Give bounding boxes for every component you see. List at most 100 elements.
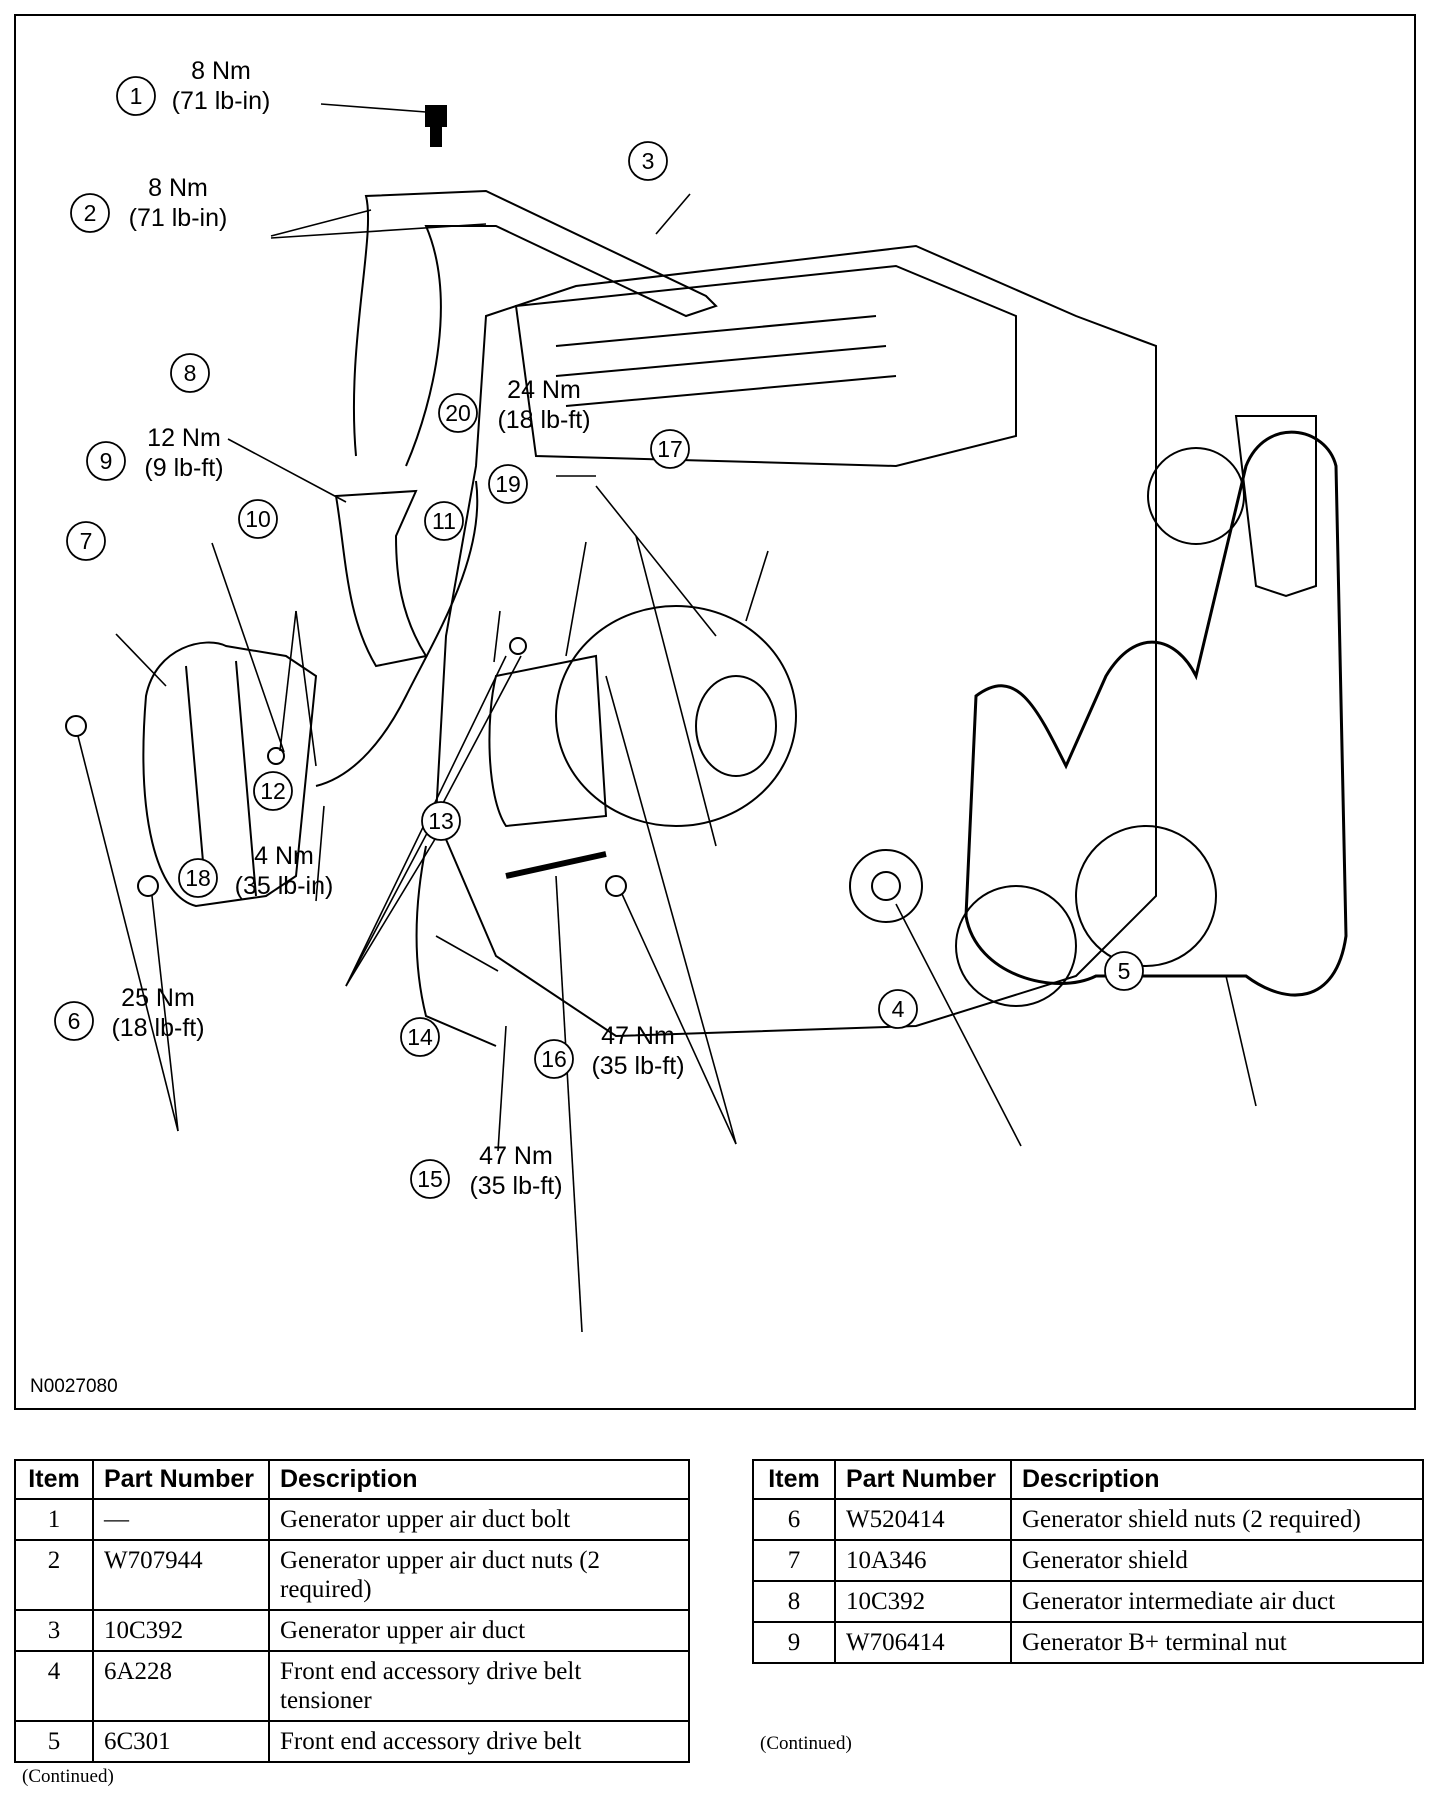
torque-value-imperial: (18 lb-ft) [111, 1014, 204, 1042]
torque-value: 12 Nm [147, 424, 221, 452]
callout-circle [421, 801, 461, 841]
callout-number: 17 [657, 436, 683, 462]
cell-part-number: 6C301 [92, 1720, 270, 1763]
callout-3: 3 [628, 141, 668, 181]
cell-description: Generator upper air duct bolt [268, 1498, 690, 1541]
cell-description: Generator shield nuts (2 required) [1010, 1498, 1424, 1541]
callout-14: 14 [400, 1017, 440, 1057]
engine-drawing [65, 105, 1348, 1047]
cell-description: Generator B+ terminal nut [1010, 1621, 1424, 1664]
table-header-row: Item Part Number Description [14, 1459, 690, 1500]
cell-part-number: — [92, 1498, 270, 1541]
parts-table-left: Item Part Number Description 1—Generator… [14, 1459, 690, 1763]
cell-part-number: 10C392 [92, 1609, 270, 1652]
intermediate-air-duct [334, 489, 428, 668]
header-description: Description [1010, 1459, 1424, 1500]
callout-number: 15 [417, 1166, 443, 1192]
callout-7: 7 [66, 521, 106, 561]
generator-shield [142, 641, 318, 908]
callout-number: 10 [245, 506, 271, 532]
valve-cover [514, 264, 1017, 468]
figure-id: N0027080 [30, 1376, 118, 1397]
callout-number: 12 [260, 778, 286, 804]
header-item: Item [752, 1459, 836, 1500]
engine-block-outline [434, 244, 1157, 1038]
tensioner-pulley [849, 849, 923, 923]
callout-circle [170, 353, 210, 393]
callout-10: 10 [238, 499, 278, 539]
torque-value-imperial: (71 lb-in) [172, 87, 271, 115]
cell-part-number: 10C392 [834, 1580, 1012, 1623]
callout-circle [178, 858, 218, 898]
header-item: Item [14, 1459, 94, 1500]
callout-4: 4 [878, 989, 918, 1029]
torque-value: 4 Nm [254, 842, 314, 870]
callout-number: 18 [185, 865, 211, 891]
callout-number: 19 [495, 471, 521, 497]
callout-circle [534, 1039, 574, 1079]
callout-number: 16 [541, 1046, 567, 1072]
callout-circle [438, 393, 478, 433]
torque-value-imperial: (35 lb-ft) [591, 1052, 684, 1080]
wiring-harness [315, 480, 479, 787]
header-description: Description [268, 1459, 690, 1500]
callout-13: 13 [421, 801, 461, 841]
callout-circle [650, 429, 690, 469]
callout-circle [400, 1017, 440, 1057]
callout-5: 5 [1104, 951, 1144, 991]
leader-lines [77, 103, 1257, 1333]
torque-value: 24 Nm [507, 376, 581, 404]
callout-circle [54, 1001, 94, 1041]
cell-item: 4 [14, 1650, 94, 1722]
callout-2: 28 Nm(71 lb-in) [70, 174, 228, 233]
cell-item: 5 [14, 1720, 94, 1763]
cell-item: 6 [752, 1498, 836, 1541]
callout-circle [424, 501, 464, 541]
generator-long-bolt [505, 851, 607, 879]
callout-circle [66, 521, 106, 561]
cell-description: Generator upper air duct nuts (2 require… [268, 1539, 690, 1611]
torque-value: 8 Nm [191, 57, 251, 85]
callout-number: 13 [428, 808, 454, 834]
callout-8: 8 [170, 353, 210, 393]
cell-item: 8 [752, 1580, 836, 1623]
cell-part-number: W707944 [92, 1539, 270, 1611]
callout-number: 11 [432, 508, 456, 534]
torque-value: 25 Nm [121, 984, 195, 1012]
cell-item: 3 [14, 1609, 94, 1652]
cell-description: Generator intermediate air duct [1010, 1580, 1424, 1623]
cell-item: 2 [14, 1539, 94, 1611]
torque-value-imperial: (35 lb-ft) [469, 1172, 562, 1200]
torque-value-imperial: (71 lb-in) [129, 204, 228, 232]
callout-circle [410, 1159, 450, 1199]
cell-description: Front end accessory drive belt tensioner [268, 1650, 690, 1722]
torque-value-imperial: (35 lb-in) [235, 872, 334, 900]
ac-pulley [1075, 825, 1217, 967]
callout-16: 16 47 Nm(35 lb-ft) [534, 1022, 685, 1080]
shield-ribs [185, 660, 257, 897]
callout-number: 3 [642, 148, 655, 174]
callout-circle [116, 76, 156, 116]
callout-number: 8 [184, 360, 197, 386]
generator-rear-housing [488, 654, 608, 828]
callout-number: 6 [68, 1008, 81, 1034]
cell-item: 1 [14, 1498, 94, 1541]
upper-air-duct [353, 189, 718, 467]
cell-description: Generator shield [1010, 1539, 1424, 1582]
cell-description: Generator upper air duct [268, 1609, 690, 1652]
torque-value: 47 Nm [601, 1022, 675, 1050]
callout-number: 2 [84, 200, 97, 226]
callout-6: 6 25 Nm(18 lb-ft) [54, 984, 205, 1042]
callout-circle [1104, 951, 1144, 991]
callout-19: 19 [488, 464, 528, 504]
callout-circle [488, 464, 528, 504]
